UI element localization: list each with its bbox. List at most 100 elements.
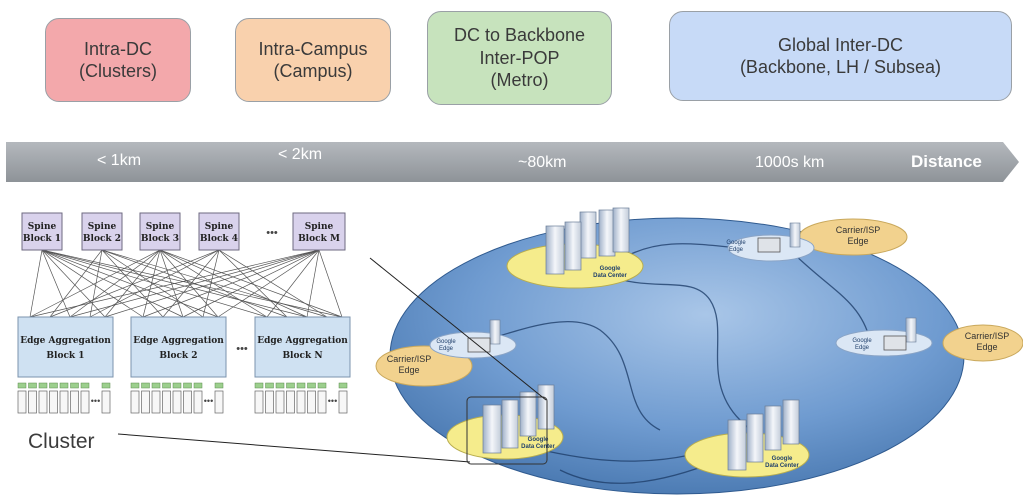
server-rack [101,390,111,414]
spine-block-label: Spine [305,222,334,232]
data-center-label: Google [528,437,549,443]
server-led [28,382,37,389]
server-rack [130,390,140,414]
spine-link [41,249,219,318]
isp-edge-type: Edge [976,342,997,352]
edge-block-id: Block 2 [159,351,197,361]
isp-edge-1: Carrier/ISP Edge [798,218,908,256]
server-rack [28,390,37,414]
server-rack [183,390,192,414]
spine-link [29,249,161,318]
server-led [49,382,58,389]
server-ellipsis: ••• [204,396,213,406]
isp-edge-label: Carrier/ISP [387,354,432,364]
category-global-inter-dc: Global Inter-DC (Backbone, LH / Subsea) [669,11,1012,101]
distance-mark-1000km: 1000s km [755,154,825,171]
server-rack [59,390,69,414]
spine-block-id: Block 2 [83,234,121,244]
edge-block-id: Block N [282,351,322,361]
category-title: Intra-Campus [258,38,368,59]
server-led [70,382,79,389]
spine-link [142,249,320,318]
spine-block-label: Spine [146,222,175,232]
spine-link [217,249,320,318]
server-rack [80,390,90,414]
server-racks: ••• ••• ••• [17,382,348,414]
google-edge-label: Google [436,339,456,345]
edge-aggregation-block-2: Edge Aggregation Block 2 [130,316,227,378]
google-edge-type: Edge [729,247,744,253]
spine-link [41,249,106,318]
category-title: Global Inter-DC [777,34,904,55]
server-rack [254,390,264,414]
server-led [307,382,316,389]
spine-block-label: Spine [88,222,117,232]
spine-block-label: Spine [205,222,234,232]
spine-link [29,249,43,318]
spine-block-4: Spine Block 4 [198,212,240,251]
spine-block-m: Spine Block M [292,212,346,251]
data-center-label: Google [772,456,793,462]
spine-link [29,249,320,318]
cluster-label: Cluster [28,430,95,453]
spine-link [104,249,320,318]
edge-block-label: Edge Aggregation [20,336,111,346]
spine-link [49,249,103,318]
isp-edge-type: Edge [847,236,868,246]
server-led [214,382,224,389]
server-led [172,382,182,389]
isp-edge-3: Carrier/ISP Edge [942,324,1023,362]
category-subtitle: (Backbone, LH / Subsea) [739,57,942,77]
spine-block-id: Block M [298,234,340,244]
server-rack [286,390,295,414]
server-ellipsis: ••• [91,396,100,406]
edge-aggregation-block-n: Edge Aggregation Block N [254,316,351,378]
server-led [317,382,327,389]
edge-block-label: Edge Aggregation [133,336,224,346]
data-center-type: Data Center [521,444,555,450]
server-rack [38,390,48,414]
server-rack [317,390,327,414]
server-led [162,382,171,389]
spine-link [104,249,161,318]
category-title: Intra-DC [83,38,152,59]
server-rack [214,390,224,414]
spine-link [69,249,161,318]
server-rack [275,390,285,414]
spine-link [159,249,268,318]
spine-link [89,249,103,318]
isp-edge-type: Edge [398,365,419,375]
spine-link [69,249,320,318]
edge-aggregation-block-1: Edge Aggregation Block 1 [17,316,114,378]
distance-mark-1km: < 1km [97,152,142,169]
data-center-type: Data Center [765,463,799,469]
server-led [59,382,69,389]
server-ellipsis: ••• [328,396,337,406]
server-led [17,382,27,389]
category-intra-campus: Intra-Campus (Campus) [235,18,391,102]
server-rack [296,390,306,414]
data-center-label: Google [600,266,621,272]
distance-mark-80km: ~80km [518,154,567,171]
edge-block-id: Block 1 [46,351,84,361]
spine-link [318,249,343,318]
server-rack [151,390,161,414]
server-rack [172,390,182,414]
category-subtitle-2: (Metro) [490,70,549,91]
category-subtitle: (Clusters) [78,61,157,81]
server-led [265,382,274,389]
spine-link [159,249,219,318]
google-edge-label: Google [726,240,746,246]
server-led [80,382,90,389]
server-rack [17,390,27,414]
server-led [130,382,140,389]
server-led [275,382,285,389]
server-rack [265,390,274,414]
data-center-type: Data Center [593,273,627,279]
spine-link [101,249,328,318]
server-led [183,382,192,389]
data-center-3: Google Data Center [684,399,810,478]
spine-link [41,249,144,318]
google-edge-1: Google Edge [726,222,815,262]
google-edge-label: Google [852,338,872,344]
